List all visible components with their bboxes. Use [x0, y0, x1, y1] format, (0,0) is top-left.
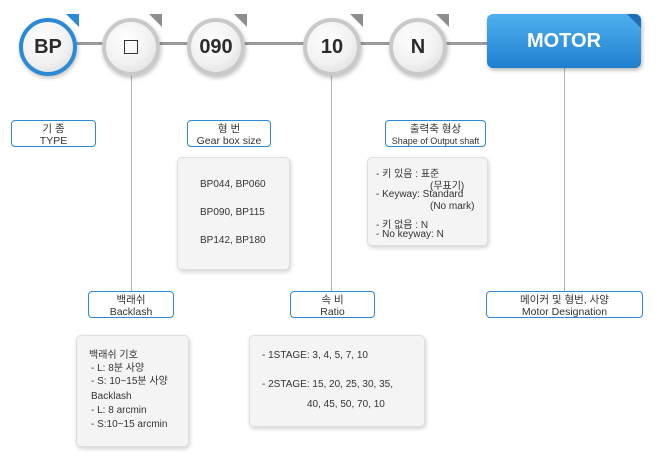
label-shaft-shape: 출력축 형상 Shape of Output shaft [385, 120, 486, 147]
list-item: Backlash [91, 391, 132, 402]
node-shaft-corner [436, 14, 449, 27]
leader-backlash [131, 73, 132, 291]
node-ratio-corner [350, 14, 363, 27]
list-item: BP142, BP180 [200, 235, 266, 246]
list-item: BP090, BP115 [200, 207, 265, 218]
node-motor-corner [627, 14, 641, 28]
list-item: - 2STAGE: 15, 20, 25, 30, 35, [262, 379, 394, 390]
leader-ratio [331, 73, 332, 291]
list-item: 백래쉬 기호 [89, 350, 138, 361]
node-shaft-text: N [410, 35, 426, 58]
node-shaft: N [389, 18, 447, 76]
node-bp-text: BP [34, 35, 62, 58]
backlash-options-list: 백래쉬 기호 - L: 8분 사양 - S: 10~15분 사양 Backlas… [76, 335, 189, 447]
list-item: - No keyway: N [376, 229, 444, 240]
connector-line [60, 42, 490, 45]
gearbox-size-list: BP044, BP060 BP090, BP115 BP142, BP180 [177, 157, 290, 270]
node-gearbox-corner [234, 14, 247, 27]
list-item: - Keyway: Standard [376, 189, 464, 200]
list-item: - 키 없음 : N [376, 220, 429, 231]
label-ratio: 속 비 Ratio [290, 291, 375, 318]
node-gearbox: 090 [187, 18, 245, 76]
node-ratio: 10 [303, 18, 361, 76]
list-item: 40, 45, 50, 70, 10 [307, 399, 385, 410]
leader-motor [564, 68, 565, 291]
label-type: 기 종 TYPE [11, 120, 96, 147]
list-item: - S: 10~15분 사양 [91, 376, 168, 387]
node-motor-text: MOTOR [526, 29, 602, 52]
list-item: - 키 있음 : 표준 [376, 169, 440, 180]
label-gearbox-size: 형 번 Gear box size [187, 120, 271, 147]
square-placeholder-icon [124, 40, 138, 54]
list-item: - 1STAGE: 3, 4, 5, 7, 10 [262, 350, 368, 361]
list-item: (No mark) [430, 201, 475, 212]
label-backlash: 백래쉬 Backlash [88, 291, 174, 318]
list-item: - L: 8분 사양 [91, 363, 145, 374]
node-ratio-text: 10 [320, 35, 344, 58]
shaft-options-list: - 키 있음 : 표준 (무표기) - Keyway: Standard (No… [367, 157, 488, 246]
node-bp: BP [19, 18, 77, 76]
list-item: BP044, BP060 [200, 179, 266, 190]
list-item: - L: 8 arcmin [91, 405, 147, 416]
list-item: (무표기) [430, 181, 465, 192]
label-motor-designation: 메이커 및 형번, 사양 Motor Designation [486, 291, 643, 318]
node-backlash-corner [149, 14, 162, 27]
list-item: - S:10~15 arcmin [91, 419, 168, 430]
node-motor: MOTOR [487, 14, 641, 68]
node-gearbox-text: 090 [199, 35, 233, 58]
ratio-options-list: - 1STAGE: 3, 4, 5, 7, 10 - 2STAGE: 15, 2… [249, 335, 425, 427]
node-bp-corner [66, 14, 79, 27]
node-backlash [102, 18, 160, 76]
